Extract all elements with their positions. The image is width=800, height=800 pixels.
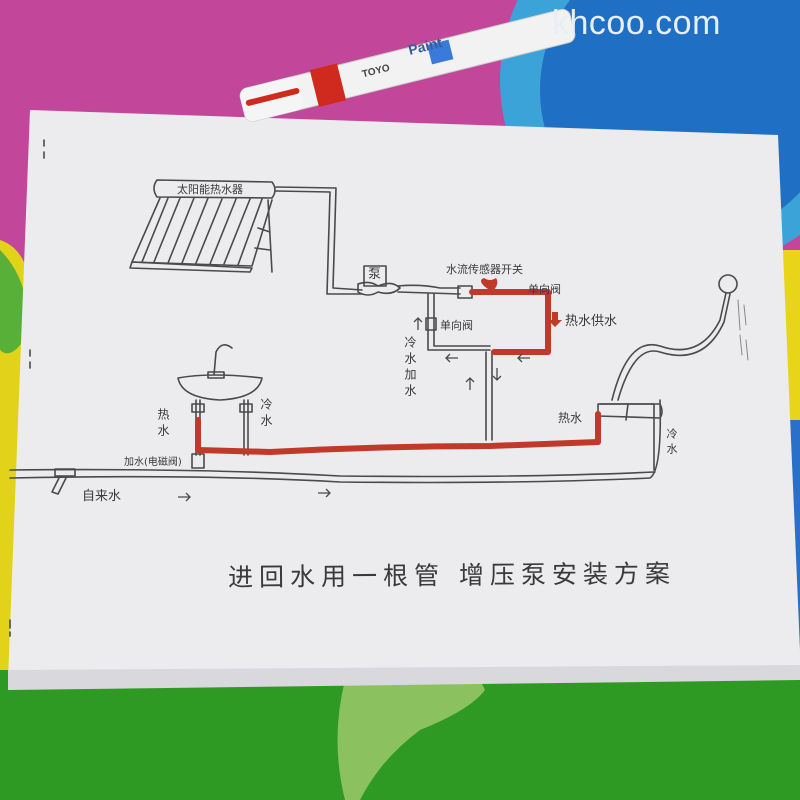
diagram-title: 进回水用一根管 增压泵安装方案 — [227, 559, 677, 592]
solar-heater-icon — [129, 179, 276, 273]
label-cold-water-feed: 冷水加水 — [403, 336, 417, 400]
label-check-valve-mid: 单向阀 — [440, 319, 473, 332]
label-flow-switch: 水流传感器开关 — [446, 263, 523, 276]
watermark: khcoo.com — [552, 4, 721, 42]
pump-icon — [357, 265, 401, 296]
label-solar-heater: 太阳能热水器 — [177, 183, 243, 196]
label-hot-water-sink: 热水 — [156, 408, 170, 440]
hot-water-pipe — [195, 289, 601, 455]
label-solenoid-valve: 加水(电磁阀) — [124, 457, 182, 468]
label-check-valve-top: 单向阀 — [528, 283, 561, 296]
label-hot-water-shower: 热水 — [558, 411, 583, 425]
shower-icon — [597, 274, 749, 421]
label-cold-water-shower: 冷水 — [665, 428, 678, 458]
label-cold-water-sink: 冷水 — [259, 398, 273, 430]
label-pump: 泵 — [368, 267, 382, 282]
label-hot-water-supply: 热水供水 — [565, 314, 618, 329]
label-tap-water: 自来水 — [82, 489, 122, 504]
marker-pen — [239, 8, 576, 122]
